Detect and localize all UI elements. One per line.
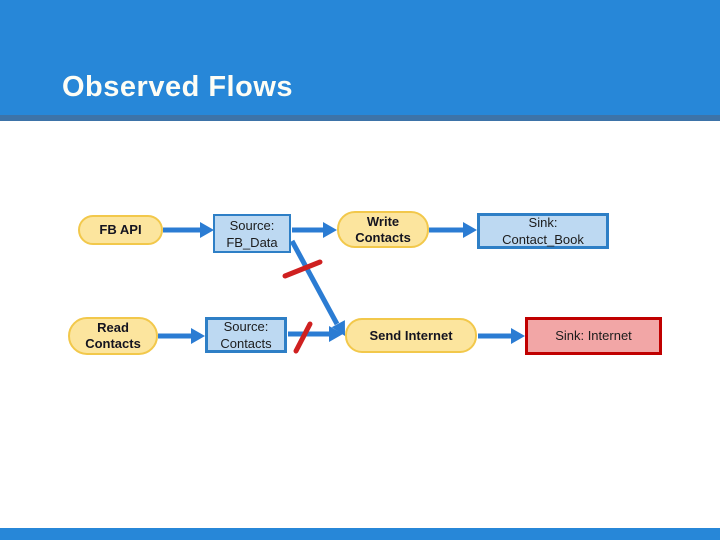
node-fb-api-label: FB API (99, 222, 142, 237)
node-source-contacts-line2: Contacts (220, 336, 272, 351)
arrow-fbdata-to-send-diagonal (289, 239, 345, 336)
node-source-contacts: Source: Contacts (205, 317, 287, 353)
node-source-fb-data: Source: FB_Data (213, 214, 291, 253)
header-accent-strip (0, 115, 720, 121)
header-band (0, 0, 720, 115)
node-source-contacts-line1: Source: (223, 319, 269, 334)
node-read-contacts-line1: Read (97, 320, 129, 335)
node-send-internet: Send Internet (345, 318, 477, 353)
slide-title: Observed Flows (62, 71, 294, 103)
node-sink-contact-book-line2: Contact_Book (502, 232, 584, 247)
node-source-fb-data-line1: Source: (229, 217, 275, 233)
node-read-contacts-line2: Contacts (85, 336, 141, 351)
node-fb-api: FB API (78, 215, 163, 245)
blocked-slash-contacts (293, 321, 313, 354)
node-sink-internet-label: Sink: Internet (555, 328, 632, 343)
node-write-contacts-line1: Write (366, 213, 400, 229)
arrow-read-to-contacts (158, 328, 205, 344)
node-sink-internet: Sink: Internet (525, 317, 662, 355)
arrow-write-to-contactbook (429, 222, 477, 238)
node-send-internet-label: Send Internet (369, 327, 453, 343)
footer-band (0, 528, 720, 540)
node-write-contacts: Write Contacts (337, 211, 429, 248)
node-sink-contact-book-line1: Sink: (528, 215, 558, 230)
node-source-fb-data-line2: FB_Data (226, 234, 278, 250)
blocked-slash-diagonal (282, 259, 323, 279)
node-read-contacts: Read Contacts (68, 317, 158, 355)
arrow-send-to-internet (478, 328, 525, 344)
arrow-fbdata-to-write (292, 222, 337, 238)
node-write-contacts-line2: Contacts (355, 229, 411, 245)
arrow-contacts-to-send (288, 326, 343, 342)
arrow-fbapi-to-fbdata (163, 222, 214, 238)
node-sink-contact-book: Sink: Contact_Book (477, 213, 609, 249)
